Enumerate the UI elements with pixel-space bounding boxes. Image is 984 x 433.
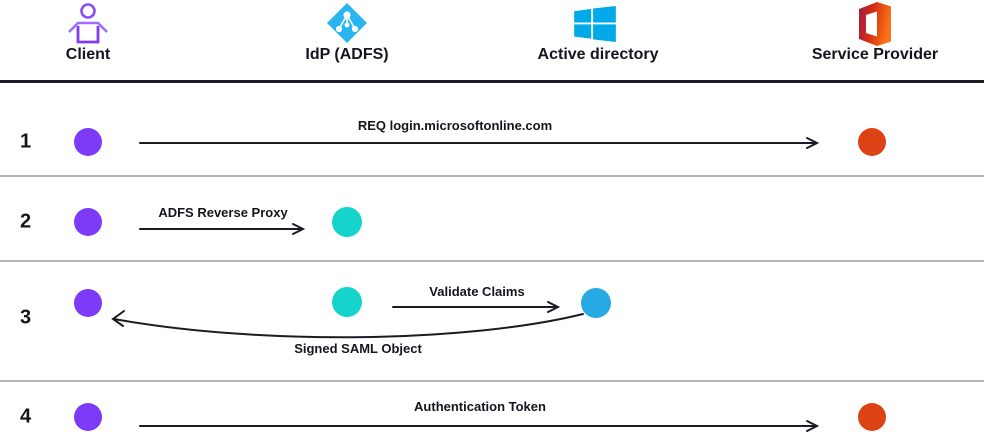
row-number-1: 1	[20, 130, 32, 153]
client-dot-row3	[74, 289, 102, 317]
column-label-sp: Service Provider	[811, 46, 939, 63]
message-label-row1: REQ login.microsoftonline.com	[357, 118, 553, 133]
windows-icon	[574, 6, 616, 47]
azure-ad-icon	[326, 2, 368, 49]
person-icon	[66, 2, 110, 49]
client-dot-row4	[74, 403, 102, 431]
header-rule	[0, 80, 984, 83]
column-label-ad: Active directory	[537, 46, 659, 63]
row-number-4: 4	[20, 405, 32, 428]
row-divider-3	[0, 380, 984, 382]
service-provider-dot-row4	[858, 403, 886, 431]
idp-dot-row3	[332, 287, 362, 317]
client-dot-row1	[74, 128, 102, 156]
service-provider-dot-row1	[858, 128, 886, 156]
arrow-row2	[139, 223, 306, 235]
column-label-client: Client	[65, 46, 111, 63]
row-number-3: 3	[20, 306, 32, 329]
row-divider-1	[0, 175, 984, 177]
client-dot-row2	[74, 208, 102, 236]
idp-dot-row2	[332, 207, 362, 237]
column-label-idp: IdP (ADFS)	[305, 46, 389, 63]
message-label-row4: Authentication Token	[414, 399, 546, 414]
office-icon	[854, 2, 896, 51]
arrow-row3-saml-return	[111, 310, 584, 339]
active-directory-dot-row3	[581, 288, 611, 318]
arrow-row4	[139, 420, 820, 432]
row-number-2: 2	[20, 210, 32, 233]
arrow-row1	[139, 137, 820, 149]
row-divider-2	[0, 260, 984, 262]
message-label-row2: ADFS Reverse Proxy	[158, 205, 288, 220]
message-label-row3-validate: Validate Claims	[429, 284, 525, 299]
message-label-row3-saml: Signed SAML Object	[294, 341, 422, 356]
arrow-row3-validate	[392, 301, 561, 313]
